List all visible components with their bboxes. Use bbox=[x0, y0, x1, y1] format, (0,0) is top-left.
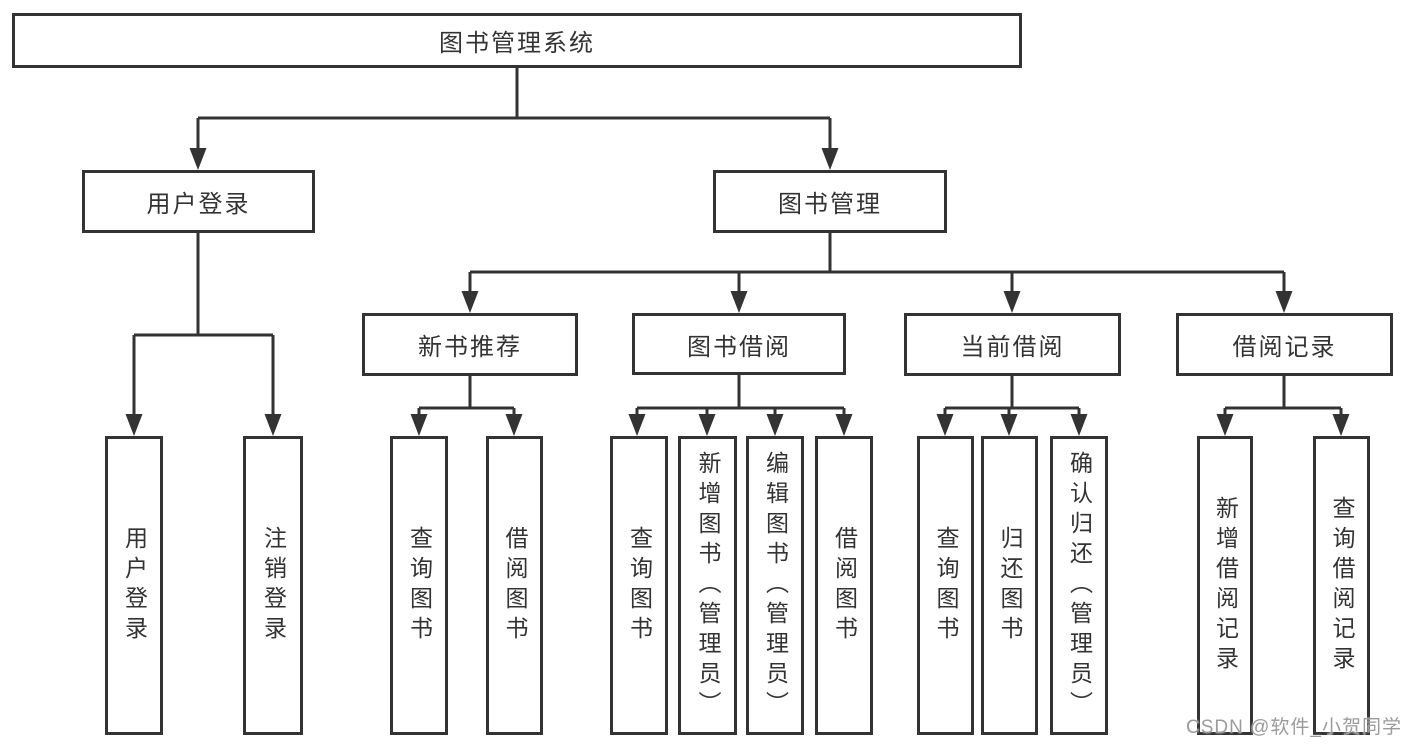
leaf-confirm-return-admin: 确认归还（管理员） bbox=[1050, 436, 1108, 735]
leaf-query-book-borrow: 查询图书 bbox=[610, 436, 668, 735]
leaf-borrow-book-recommend: 借阅图书 bbox=[486, 436, 543, 735]
leaf-query-book-current: 查询图书 bbox=[917, 436, 974, 735]
leaf-return-book: 归还图书 bbox=[981, 436, 1038, 735]
node-book-borrow: 图书借阅 bbox=[632, 313, 846, 375]
node-book-management: 图书管理 bbox=[713, 170, 947, 233]
node-root: 图书管理系统 bbox=[12, 13, 1022, 68]
leaf-query-book-recommend: 查询图书 bbox=[390, 436, 448, 735]
node-new-book-recommend: 新书推荐 bbox=[362, 313, 578, 376]
leaf-borrow-book: 借阅图书 bbox=[815, 436, 873, 735]
node-borrow-record: 借阅记录 bbox=[1176, 313, 1393, 376]
leaf-user-login: 用户登录 bbox=[105, 436, 163, 735]
node-user-login: 用户登录 bbox=[82, 170, 315, 233]
leaf-add-book-admin: 新增图书（管理员） bbox=[678, 436, 737, 735]
csdn-watermark: CSDN @软件_小贺同学 bbox=[1186, 717, 1402, 738]
leaf-logout: 注销登录 bbox=[243, 436, 303, 735]
leaf-query-borrow-record: 查询借阅记录 bbox=[1313, 436, 1370, 735]
leaf-edit-book-admin: 编辑图书（管理员） bbox=[746, 436, 804, 735]
leaf-add-borrow-record: 新增借阅记录 bbox=[1197, 436, 1253, 735]
node-current-borrow: 当前借阅 bbox=[904, 313, 1121, 376]
